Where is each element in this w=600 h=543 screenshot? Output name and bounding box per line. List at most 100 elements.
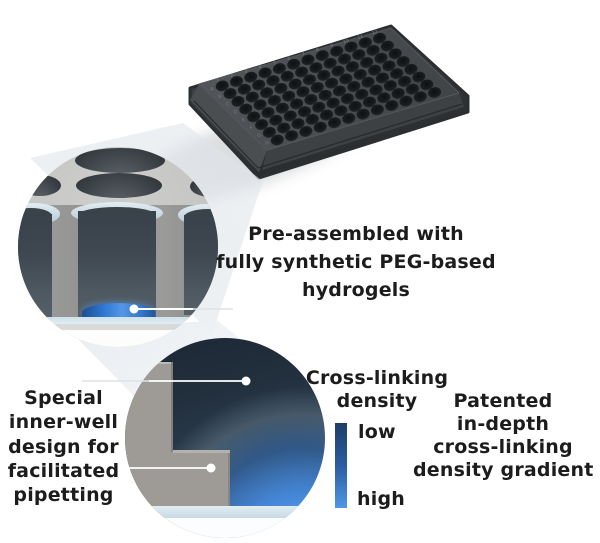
plate-well: [299, 126, 313, 137]
plate-well: [290, 98, 304, 110]
plate-well: [302, 74, 317, 86]
callout-pre-assembled: Pre-assembled with fully synthetic PEG-b…: [206, 220, 506, 304]
plate-well: [260, 87, 274, 99]
plate-well: [313, 121, 327, 133]
callout-cross-linking-density: Cross-linking density: [297, 367, 457, 413]
plate-well: [253, 99, 267, 111]
plate-well: [296, 86, 310, 98]
plate-well: [332, 85, 347, 97]
plate-well: [339, 73, 353, 85]
plate-well: [361, 76, 375, 88]
plate-well: [291, 118, 305, 130]
plate-well: [244, 71, 258, 83]
legend-high-label: high: [357, 488, 405, 510]
plate-well: [331, 65, 345, 77]
step-right-edge: [228, 453, 230, 506]
plate-well: [348, 101, 362, 112]
plate-well: [280, 70, 294, 82]
callout-line-text: Pre-assembled with: [248, 223, 464, 245]
plate-edge-label: 4: [258, 64, 262, 71]
plate-well: [390, 68, 404, 80]
plate-well: [405, 83, 420, 95]
plate-well: [370, 104, 384, 116]
plate-well: [252, 79, 266, 91]
plate-well: [282, 90, 296, 102]
plate-well: [420, 79, 434, 91]
plate-well: [288, 78, 302, 90]
plate-well: [334, 105, 348, 117]
plate-well: [320, 109, 334, 121]
plate-well: [297, 106, 312, 118]
plate-well: [412, 71, 426, 83]
plate-well: [360, 57, 374, 68]
plate-well: [262, 127, 276, 138]
plate-edge-label: 5: [273, 60, 277, 67]
callout-line-text: fully synthetic PEG-based: [216, 251, 496, 273]
callout-line-text: in-depth: [456, 413, 550, 435]
plate-well: [285, 130, 299, 142]
plate-edge-label: 2: [230, 73, 234, 80]
plate-well: [391, 88, 405, 99]
plate-well: [315, 50, 329, 61]
plate-well: [375, 72, 389, 84]
plate-well: [388, 48, 402, 60]
plate-edge-label: 8: [315, 47, 319, 54]
plate-well: [231, 96, 245, 107]
plate-well: [398, 76, 412, 87]
well-interior: [18, 214, 52, 318]
plate-well: [272, 63, 286, 74]
plate-bottom-film: [125, 506, 325, 518]
plate-well: [287, 58, 301, 70]
plate-well: [330, 45, 344, 57]
plate-well: [258, 67, 272, 79]
callout-line-text: inner-well: [8, 411, 119, 434]
crosslink-density-gradient-bar: [335, 423, 347, 508]
plate-well: [385, 100, 399, 111]
plate-well: [310, 82, 324, 93]
plate-well: [239, 103, 253, 115]
callout-line-text: pipetting: [13, 484, 114, 507]
plate-well: [382, 60, 396, 72]
plate-edge-label: 6: [287, 56, 291, 63]
plate-well: [245, 91, 259, 103]
plate-well: [383, 80, 397, 92]
well-opening: [76, 173, 162, 198]
plate-well: [223, 88, 237, 99]
inset-well-crosssection: [18, 147, 218, 347]
plate-well: [295, 66, 309, 78]
plate-well: [368, 64, 382, 76]
callout-line-text: hydrogels: [301, 279, 411, 301]
plate-well: [358, 37, 372, 49]
plate-well: [345, 61, 359, 73]
plate-well: [318, 89, 332, 101]
plate-well: [362, 96, 377, 108]
hydrogel-layer: [82, 303, 155, 317]
plate-well: [317, 70, 331, 81]
plate-edge-label: 3: [244, 69, 248, 76]
plate-well: [274, 83, 288, 94]
plate-bevel-left: [190, 84, 267, 172]
plate-well: [404, 63, 418, 75]
callout-line-text: Patented: [453, 390, 553, 412]
well-interior: [184, 215, 218, 315]
plate-well: [247, 111, 261, 123]
plate-edge-label: 7: [301, 51, 305, 58]
plate-well: [309, 62, 323, 74]
plate-edge-label: D: [233, 109, 238, 116]
plate-bottom-film: [26, 317, 212, 324]
plate-well: [323, 58, 337, 69]
wall-inner-edge: [171, 362, 173, 452]
plate-edge-label: F: [249, 125, 253, 132]
callout-line-text: density gradient: [413, 459, 594, 481]
plate-well: [428, 87, 442, 98]
plate-well: [305, 114, 319, 125]
plate-well: [261, 107, 275, 118]
plate-well: [353, 69, 367, 80]
plate-edge-label: A: [210, 86, 215, 93]
plate-well: [396, 56, 410, 67]
plate-well: [377, 92, 391, 104]
plate-well-grid: [215, 32, 442, 146]
plate-well: [237, 83, 251, 95]
well-interior: [78, 211, 156, 317]
